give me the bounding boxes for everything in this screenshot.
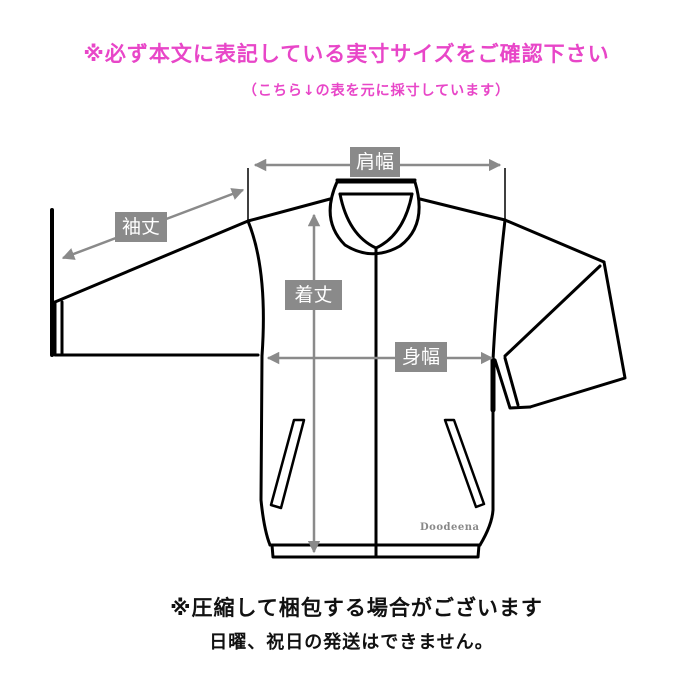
right-cuff bbox=[493, 356, 532, 410]
left-body-side bbox=[259, 354, 272, 547]
left-sleeve-cuff bbox=[53, 300, 260, 357]
collar-inner bbox=[338, 192, 414, 250]
measurement-basis-note: （こちら↓の表を元に採寸しています） bbox=[242, 83, 511, 99]
sleeve-length-label: 袖丈 bbox=[115, 212, 167, 242]
shipping-days-notice: 日曜、祝日の発送はできません。 bbox=[209, 632, 494, 653]
compression-packing-notice: ※圧縮して梱包する場合がございます bbox=[170, 596, 543, 620]
brand-watermark: Doodeena bbox=[420, 522, 480, 533]
left-pocket bbox=[269, 418, 306, 510]
body-width-label: 身幅 bbox=[395, 342, 447, 372]
right-shoulder bbox=[418, 197, 606, 264]
collar-top bbox=[335, 178, 417, 196]
right-sleeve-outer bbox=[528, 260, 627, 409]
shoulder-width-label: 肩幅 bbox=[350, 147, 400, 177]
right-sleeve-inner bbox=[503, 264, 602, 358]
right-body-side bbox=[478, 218, 507, 547]
left-armhole bbox=[246, 219, 265, 358]
size-check-notice: ※必ず本文に表記している実寸サイズをご確認下さい bbox=[83, 42, 610, 66]
right-pocket bbox=[443, 418, 486, 509]
body-length-label: 着丈 bbox=[285, 280, 342, 310]
